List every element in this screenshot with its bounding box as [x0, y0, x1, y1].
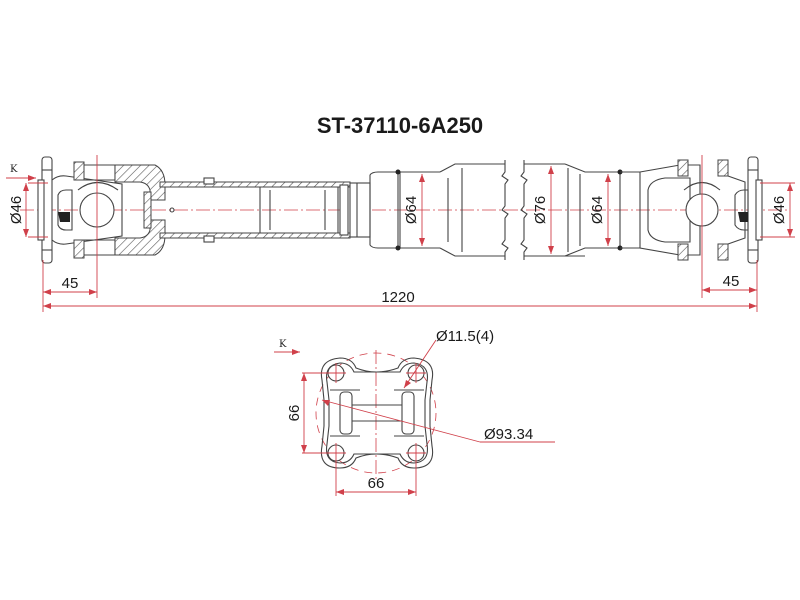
flange-view: K Ø11.5(4) Ø93.34: [274, 328, 555, 496]
tube-diameter-left: Ø64: [403, 196, 420, 224]
flange-view-marker-k: K: [279, 339, 287, 350]
right-flange: [734, 156, 763, 264]
left-flange: [37, 156, 123, 264]
horizontal-spacing: 66: [368, 475, 385, 492]
part-number-title: ST-37110-6A250: [317, 113, 483, 138]
overall-length: 1220: [381, 289, 414, 306]
bolt-hole-diameter: Ø11.5(4): [436, 328, 494, 345]
left-flange-diameter: Ø46: [8, 196, 25, 224]
view-marker-k: K: [10, 164, 18, 175]
left-yoke: [73, 161, 166, 259]
main-tube: [369, 160, 640, 260]
slip-tube: [159, 177, 371, 243]
side-view: K Ø46 45 Ø64 Ø76 Ø64: [6, 155, 795, 312]
vertical-spacing: 66: [286, 405, 303, 422]
left-offset: 45: [62, 275, 79, 292]
pitch-circle-diameter: Ø93.34: [484, 426, 533, 443]
tube-diameter-center: Ø76: [532, 196, 549, 224]
right-flange-diameter: Ø46: [771, 196, 788, 224]
tube-diameter-right: Ø64: [589, 196, 606, 224]
right-offset: 45: [723, 273, 740, 290]
